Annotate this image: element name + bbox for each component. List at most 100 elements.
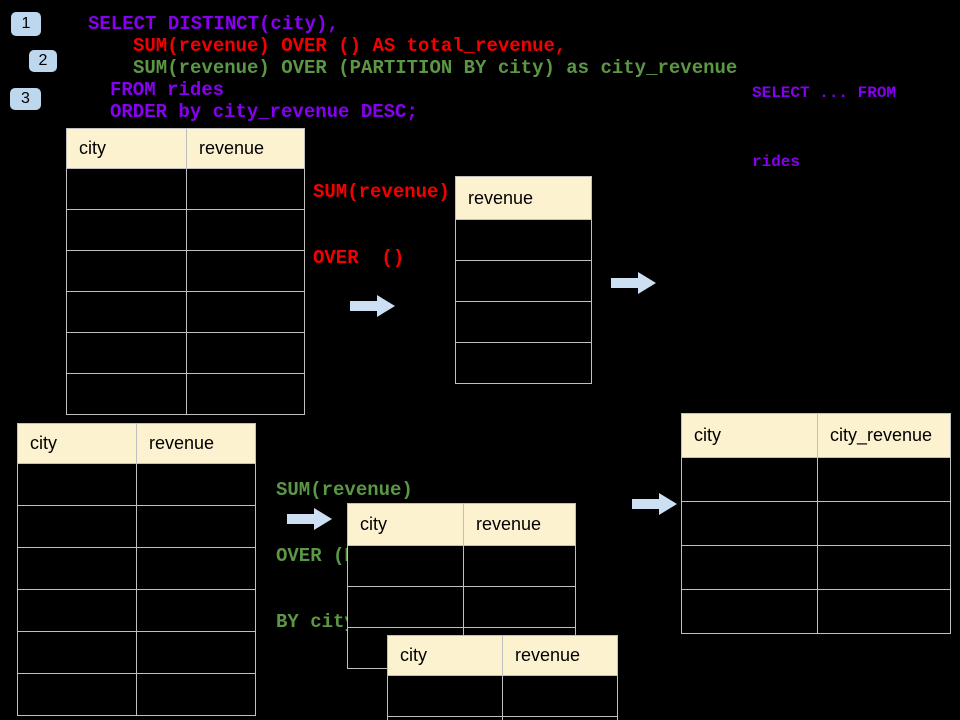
table-result: city city_revenue [681, 413, 951, 634]
table-partition-front: city revenue [387, 635, 618, 720]
empty-cell [137, 632, 256, 674]
arrow-source-to-revenue-icon [350, 295, 395, 317]
empty-cell [18, 548, 137, 590]
table-header-row: city revenue [67, 129, 305, 169]
empty-cell [67, 333, 187, 374]
sql-line-order-by: ORDER by city_revenue DESC; [110, 101, 418, 123]
column-header-city-revenue: city_revenue [818, 414, 951, 458]
table-row [18, 674, 256, 716]
empty-cell [18, 506, 137, 548]
arrow-source-to-partition-icon [287, 508, 332, 530]
table-header-row: city revenue [18, 424, 256, 464]
table-row [682, 458, 951, 502]
empty-cell [187, 333, 305, 374]
table-row [67, 292, 305, 333]
empty-cell [67, 292, 187, 333]
column-header-city: city [682, 414, 818, 458]
table-row [67, 210, 305, 251]
table-row [388, 717, 618, 720]
empty-cell [18, 674, 137, 716]
empty-cell [818, 546, 951, 590]
empty-cell [456, 343, 592, 384]
column-header-revenue: revenue [464, 504, 576, 546]
note-line: SUM(revenue) [313, 181, 450, 203]
note-line: rides [752, 153, 801, 171]
empty-cell [682, 546, 818, 590]
column-header-city: city [348, 504, 464, 546]
table-row [67, 374, 305, 415]
empty-cell [137, 590, 256, 632]
table-source-top: city revenue [66, 128, 305, 415]
column-header-revenue: revenue [503, 636, 618, 676]
sql-line-select: SELECT DISTINCT(city), [88, 13, 339, 35]
table-row [456, 343, 592, 384]
table-row [682, 546, 951, 590]
empty-cell [818, 590, 951, 634]
empty-cell [503, 717, 618, 720]
column-header-revenue: revenue [137, 424, 256, 464]
empty-cell [456, 220, 592, 261]
empty-cell [187, 251, 305, 292]
column-header-city: city [388, 636, 503, 676]
column-header-city: city [18, 424, 137, 464]
column-header-revenue: revenue [187, 129, 305, 169]
empty-cell [818, 458, 951, 502]
table-row [456, 220, 592, 261]
table-row [18, 590, 256, 632]
sql-line-sum-over-all: SUM(revenue) OVER () AS total_revenue, [133, 35, 567, 57]
sql-line-from: FROM rides [110, 79, 225, 101]
step-badge-2: 2 [29, 50, 57, 72]
table-row [18, 464, 256, 506]
empty-cell [187, 210, 305, 251]
sql-line-sum-over-partition: SUM(revenue) OVER (PARTITION BY city) as… [133, 57, 738, 79]
table-row [67, 169, 305, 210]
empty-cell [67, 210, 187, 251]
empty-cell [187, 169, 305, 210]
table-row [18, 632, 256, 674]
step-badge-1: 1 [11, 12, 41, 36]
empty-cell [137, 548, 256, 590]
table-revenue-only: revenue [455, 176, 592, 384]
empty-cell [682, 458, 818, 502]
table-row [348, 546, 576, 587]
empty-cell [137, 674, 256, 716]
table-row [18, 548, 256, 590]
empty-cell [456, 302, 592, 343]
empty-cell [388, 717, 503, 720]
table-header-row: revenue [456, 177, 592, 220]
table-row [682, 502, 951, 546]
table-header-row: city revenue [348, 504, 576, 546]
empty-cell [348, 546, 464, 587]
table-row [682, 590, 951, 634]
note-line: OVER () [313, 247, 405, 269]
empty-cell [67, 374, 187, 415]
empty-cell [388, 676, 503, 717]
empty-cell [682, 502, 818, 546]
table-row [348, 587, 576, 628]
empty-cell [818, 502, 951, 546]
note-line: SELECT ... FROM [752, 84, 897, 102]
over-all-annotation: SUM(revenue) OVER () [313, 137, 450, 313]
empty-cell [503, 676, 618, 717]
empty-cell [18, 632, 137, 674]
empty-cell [67, 251, 187, 292]
column-header-city: city [67, 129, 187, 169]
column-header-revenue: revenue [456, 177, 592, 220]
table-header-row: city revenue [388, 636, 618, 676]
note-line: SUM(revenue) [276, 479, 413, 501]
empty-cell [464, 546, 576, 587]
table-header-row: city city_revenue [682, 414, 951, 458]
table-row [18, 506, 256, 548]
table-row [67, 251, 305, 292]
table-row [456, 302, 592, 343]
empty-cell [456, 261, 592, 302]
arrow-partition-to-result-icon [632, 493, 677, 515]
table-row [67, 333, 305, 374]
empty-cell [18, 590, 137, 632]
empty-cell [67, 169, 187, 210]
select-from-rides-note: SELECT ... FROM rides [752, 36, 896, 220]
empty-cell [18, 464, 137, 506]
table-row [388, 676, 618, 717]
empty-cell [348, 587, 464, 628]
